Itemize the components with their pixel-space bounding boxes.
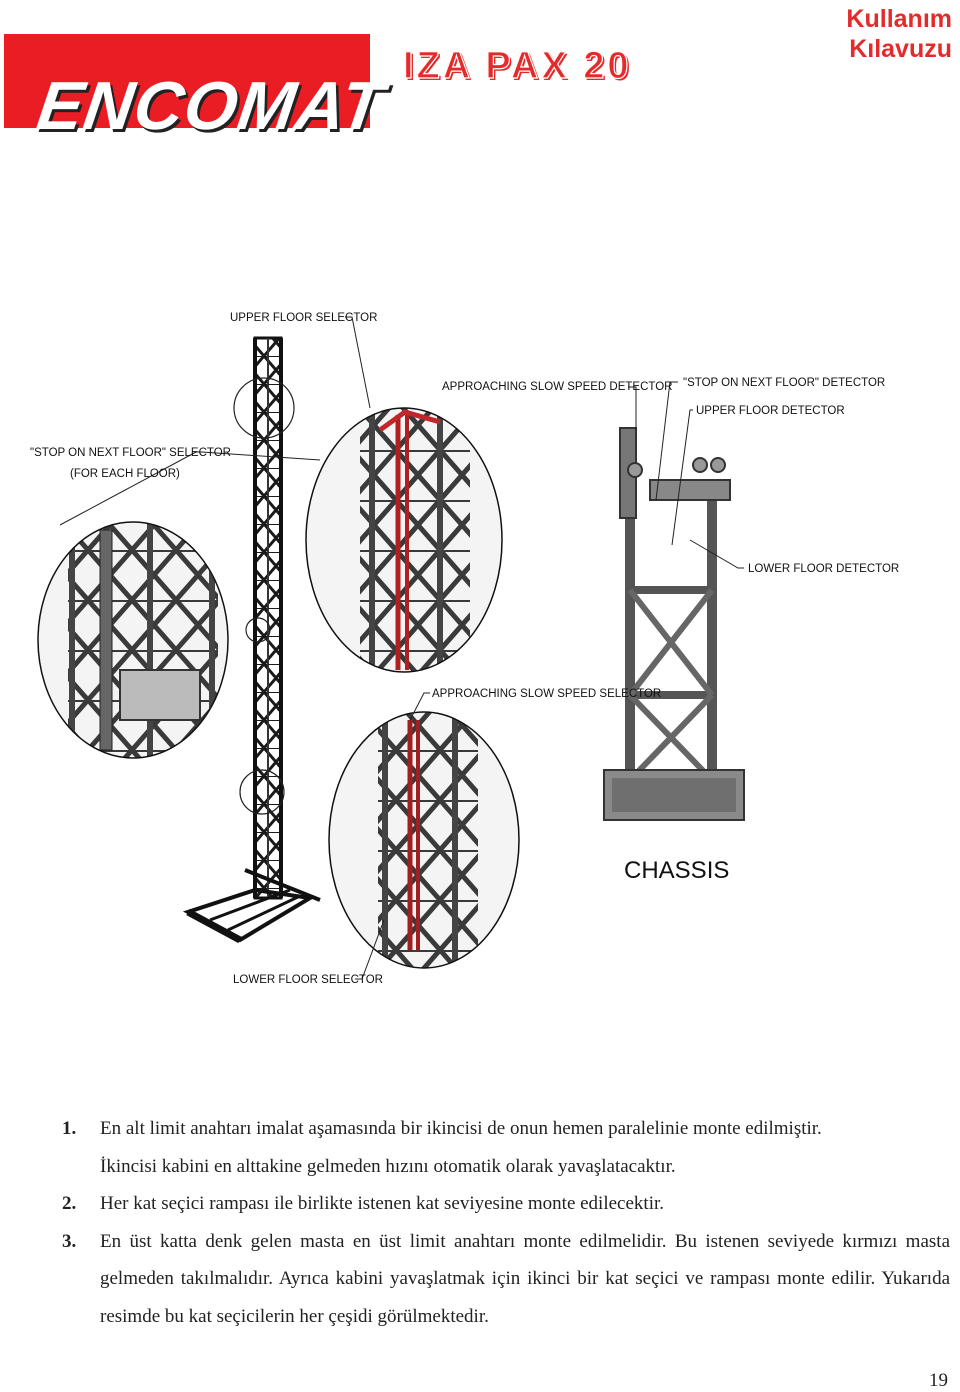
mast-tower xyxy=(182,336,321,944)
chassis-frame xyxy=(603,427,745,821)
upper-circle-marker xyxy=(233,377,295,439)
instruction-1: 1. En alt limit anahtarı imalat aşamasın… xyxy=(62,1110,950,1185)
detail-approaching-selector xyxy=(328,711,520,969)
label-chassis: CHASSIS xyxy=(624,857,729,884)
product-title: IZA PAX 20 xyxy=(402,44,632,87)
label-lower-floor-selector: LOWER FLOOR SELECTOR xyxy=(233,974,383,986)
instruction-text-continued: İkincisi kabini en alttakine gelmeden hı… xyxy=(100,1155,676,1177)
manual-title-line1: Kullanım xyxy=(846,5,952,33)
manual-title: Kullanım Kılavuzu xyxy=(846,4,952,64)
encomat-logo: ENCOMAT xyxy=(4,34,389,144)
instruction-number: 2. xyxy=(62,1193,77,1214)
detail-upper-selector xyxy=(305,407,503,673)
label-approaching-detector: APPROACHING SLOW SPEED DETECTOR xyxy=(442,381,672,393)
leader-lines xyxy=(59,316,744,980)
instruction-number: 1. xyxy=(62,1118,77,1139)
label-upper-floor-selector: UPPER FLOOR SELECTOR xyxy=(230,312,377,324)
manual-title-line2: Kılavuzu xyxy=(849,35,952,63)
instruction-text: En alt limit anahtarı imalat aşamasında … xyxy=(100,1118,822,1139)
mid-circle-marker xyxy=(245,617,271,643)
label-upper-floor-detector: UPPER FLOOR DETECTOR xyxy=(696,405,845,417)
instruction-list: 1. En alt limit anahtarı imalat aşamasın… xyxy=(62,1110,950,1335)
instruction-text: En üst katta denk gelen masta en üst lim… xyxy=(100,1230,950,1327)
label-stop-selector: "STOP ON NEXT FLOOR" SELECTOR xyxy=(30,447,231,459)
instruction-3: 3. En üst katta denk gelen masta en üst … xyxy=(62,1223,950,1336)
page-number: 19 xyxy=(929,1370,948,1391)
brand-name: ENCOMAT xyxy=(32,68,390,144)
detail-stop-selector xyxy=(37,521,229,759)
instruction-number: 3. xyxy=(62,1230,77,1252)
instruction-2: 2. Her kat seçici rampası ile birlikte i… xyxy=(62,1185,950,1223)
label-approaching-selector: APPROACHING SLOW SPEED SELECTOR xyxy=(432,688,661,700)
instruction-text: Her kat seçici rampası ile birlikte iste… xyxy=(100,1193,664,1214)
mast-diagram: UPPER FLOOR SELECTOR "STOP ON NEXT FLOOR… xyxy=(0,300,960,1000)
label-stop-detector: "STOP ON NEXT FLOOR" DETECTOR xyxy=(683,377,885,389)
label-lower-floor-detector: LOWER FLOOR DETECTOR xyxy=(748,563,899,575)
lower-circle-marker xyxy=(239,769,285,815)
label-for-each-floor: (FOR EACH FLOOR) xyxy=(70,468,180,480)
